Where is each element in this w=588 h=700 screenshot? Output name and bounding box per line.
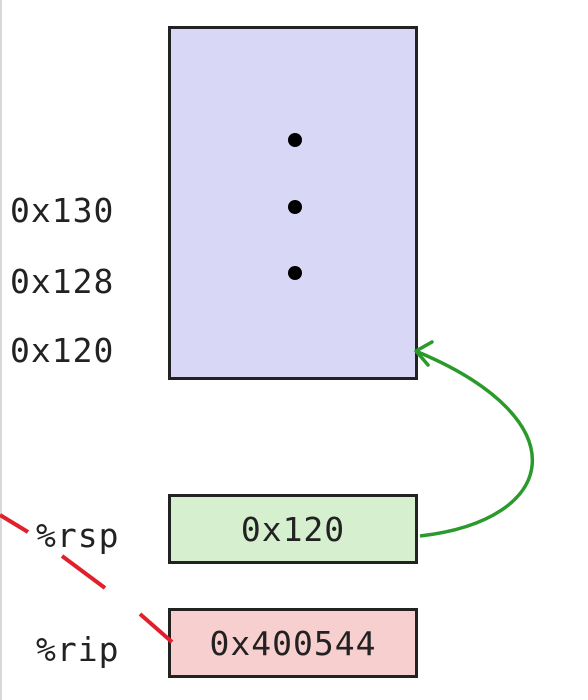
address-label-0x128: 0x128 [10,262,115,301]
stack-memory-block [168,26,418,380]
ellipsis-dot [288,266,302,280]
ellipsis-dot [288,133,302,147]
rsp-value-box: 0x120 [168,494,418,564]
rip-register-label: %rip [36,630,120,669]
left-border [0,0,2,700]
rsp-value: 0x120 [240,509,346,549]
rip-value-box: 0x400544 [168,608,418,678]
rsp-register-label: %rsp [36,516,120,555]
arrowhead-icon [414,340,434,367]
rsp-pointer-arrow [417,350,535,538]
ellipsis-dot [288,200,302,214]
address-label-0x130: 0x130 [10,191,115,230]
rip-value: 0x400544 [209,623,377,663]
address-label-0x120: 0x120 [10,331,115,370]
